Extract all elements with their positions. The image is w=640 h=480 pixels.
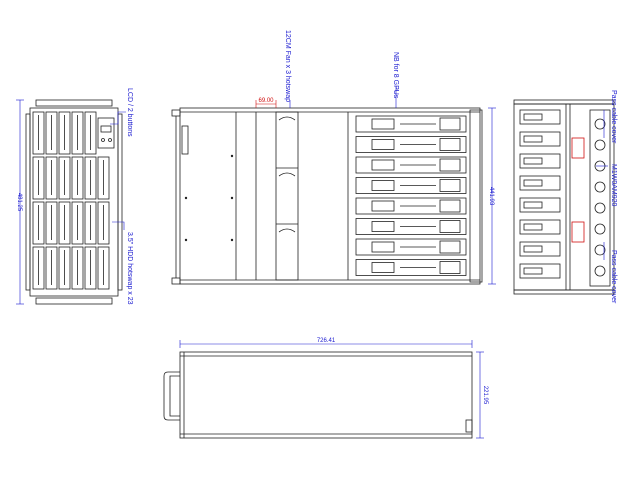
rear-slot — [519, 175, 561, 191]
rear-pcie-slots — [519, 109, 561, 279]
gpu-bracket — [439, 117, 461, 131]
rear-slot — [519, 197, 561, 213]
hdd-bay — [84, 156, 97, 200]
psu-fan — [594, 244, 606, 256]
gpu-card — [355, 218, 467, 235]
hdd-bay — [97, 201, 110, 245]
rear-slot-port — [523, 201, 543, 209]
psu-fan — [594, 265, 606, 277]
rear-slot-port — [523, 267, 543, 275]
rear-slot — [519, 131, 561, 147]
gpu-bracket — [439, 179, 461, 192]
gpu-connector — [371, 139, 395, 150]
psu-fan — [594, 223, 606, 235]
psu-fans — [594, 118, 606, 277]
fan-bank — [275, 111, 299, 281]
front-view — [25, 99, 123, 305]
gpu-bracket — [439, 158, 461, 172]
hdd-bay — [84, 111, 97, 155]
pass-cable-cover-top — [571, 137, 585, 159]
dimension-lines — [16, 86, 608, 439]
rear-slot — [519, 153, 561, 169]
psu-fan — [594, 139, 606, 151]
hdd-bay — [71, 111, 84, 155]
hdd-bay — [32, 111, 45, 155]
gpu-connector — [371, 200, 395, 212]
rear-slot-port — [523, 113, 543, 121]
side-view — [163, 351, 473, 439]
psu-fan — [594, 118, 606, 130]
hdd-bay — [84, 246, 97, 290]
rear-slot-port — [523, 223, 543, 231]
hdd-bay — [97, 246, 110, 290]
gpu-card — [355, 197, 467, 215]
rear-slot-port — [523, 135, 543, 143]
label-pass-cable-top: Pass cable cover — [610, 90, 617, 144]
psu-fan — [594, 181, 606, 193]
gpu-bracket — [439, 138, 461, 151]
gpu-connector — [371, 118, 395, 130]
gpu-connector — [371, 241, 395, 253]
dim-fan-offset: 69.00 — [258, 98, 274, 104]
gpu-bracket — [439, 199, 461, 213]
top-view — [171, 107, 483, 285]
gpu-connector — [371, 180, 395, 191]
gpu-card — [355, 156, 467, 174]
hdd-bay — [32, 156, 45, 200]
dim-side-height: 221.95 — [482, 386, 488, 405]
rear-slot-port — [523, 179, 543, 187]
pass-cable-cover-bottom — [571, 221, 585, 243]
gpu-bracket — [439, 220, 461, 233]
gpu-bracket — [439, 261, 461, 274]
gpu-card — [355, 115, 467, 133]
gpu-connector — [371, 159, 395, 171]
dim-top-depth: 441.93 — [488, 187, 494, 206]
gpu-card — [355, 238, 467, 256]
hdd-bay — [71, 246, 84, 290]
label-hdd: 3.5" HDD hotswap x 23 — [126, 232, 133, 305]
hdd-bay — [32, 201, 45, 245]
hdd-bay-grid — [32, 111, 110, 290]
gpu-connector — [371, 221, 395, 232]
hdd-bay — [45, 111, 58, 155]
rear-view — [513, 99, 615, 295]
dim-front-height: 481.25 — [16, 193, 22, 212]
hdd-bay — [71, 156, 84, 200]
hdd-bay — [58, 111, 71, 155]
gpu-card — [355, 259, 467, 276]
label-pass-cable-bottom: Pass cable cover — [610, 250, 617, 304]
gpu-stack — [355, 115, 467, 276]
rear-slot-port — [523, 245, 543, 253]
label-gpu: NB for 8 GPUs — [392, 52, 399, 99]
gpu-card — [355, 136, 467, 153]
fan-offset-dimension — [255, 100, 277, 108]
rear-slot — [519, 109, 561, 125]
rear-slot — [519, 263, 561, 279]
label-fan: 12CM Fan x 3 hotswap — [284, 30, 291, 102]
hdd-bay — [58, 201, 71, 245]
lcd-panel — [97, 117, 115, 149]
label-lcd: LCD / 2 buttons — [126, 88, 133, 137]
gpu-card — [355, 177, 467, 194]
hdd-bay — [58, 246, 71, 290]
hdd-bay — [45, 156, 58, 200]
gpu-connector — [371, 262, 395, 273]
rear-slot — [519, 241, 561, 257]
hdd-bay — [97, 156, 110, 200]
hdd-bay — [71, 201, 84, 245]
gpu-bracket — [439, 240, 461, 254]
hdd-bay — [58, 156, 71, 200]
hdd-bay — [45, 246, 58, 290]
rear-slot — [519, 219, 561, 235]
psu-fan — [594, 202, 606, 214]
rear-slot-port — [523, 157, 543, 165]
dim-side-length: 726.41 — [317, 338, 336, 344]
hdd-bay — [84, 201, 97, 245]
hdd-bay — [45, 201, 58, 245]
label-mb: M1W0AM920 — [610, 164, 617, 207]
hdd-bay — [32, 246, 45, 290]
